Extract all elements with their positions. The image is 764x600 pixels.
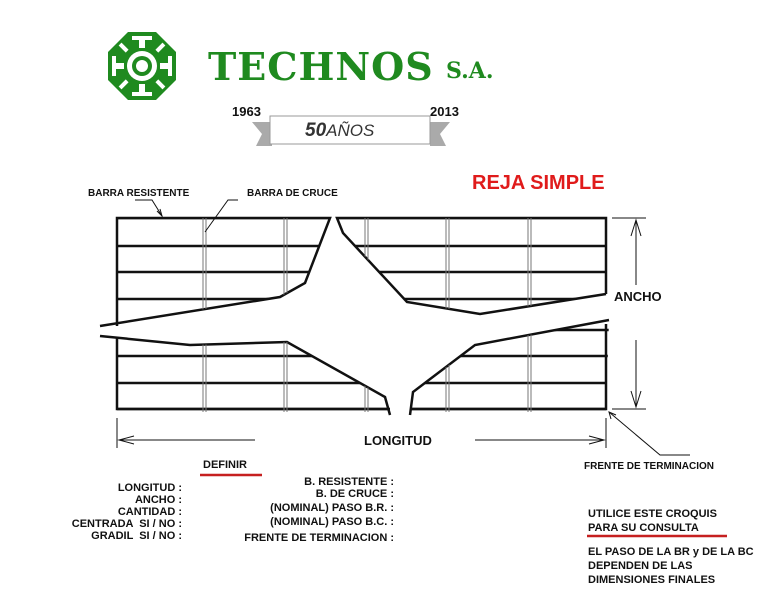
field-cantidad: CANTIDAD : xyxy=(117,506,182,518)
definir-heading: DEFINIR xyxy=(203,459,247,471)
notes-para-3: DIMENSIONES FINALES xyxy=(588,574,716,586)
anniversary-word: AÑOS xyxy=(326,121,375,140)
field-centrada: CENTRADA SI / NO : xyxy=(71,518,182,530)
label-barra-cruce: BARRA DE CRUCE xyxy=(247,188,338,199)
field-b-resistente: B. RESISTENTE : xyxy=(304,476,394,488)
year-start: 1963 xyxy=(232,104,261,119)
notes-consult: UTILICE ESTE CROQUIS PARA SU CONSULTA xyxy=(588,507,717,535)
anniversary-number: 50 xyxy=(305,120,327,141)
field-ancho: ANCHO : xyxy=(134,494,182,506)
leader-barra-resistente xyxy=(135,199,163,217)
notes-paragraph: EL PASO DE LA BR y DE LA BC DEPENDEN DE … xyxy=(588,545,754,587)
notes-para-1: EL PASO DE LA BR y DE LA BC xyxy=(588,546,754,558)
leader-frente xyxy=(608,411,690,456)
label-frente-terminacion: FRENTE DE TERMINACION xyxy=(584,461,714,472)
bearing-bars xyxy=(100,218,330,301)
notes-para-2: DEPENDEN DE LAS xyxy=(588,560,693,572)
field-frente: FRENTE DE TERMINACION : xyxy=(244,532,394,544)
label-ancho: ANCHO xyxy=(614,289,662,304)
field-longitud: LONGITUD : xyxy=(117,482,182,494)
right-fields: B. RESISTENTE : B. DE CRUCE : (NOMINAL) … xyxy=(244,476,394,544)
notes-line2: PARA SU CONSULTA xyxy=(588,522,699,534)
label-barra-resistente: BARRA RESISTENTE xyxy=(88,188,190,199)
notes-line1: UTILICE ESTE CROQUIS xyxy=(588,508,717,520)
field-b-cruce: B. DE CRUCE : xyxy=(315,488,394,500)
left-fields: LONGITUD : ANCHO : CANTIDAD : CENTRADA S… xyxy=(72,482,182,542)
field-paso-br: (NOMINAL) PASO B.R. : xyxy=(270,502,394,514)
field-paso-bc: (NOMINAL) PASO B.C. : xyxy=(270,516,394,528)
label-longitud: LONGITUD xyxy=(364,433,432,448)
year-end: 2013 xyxy=(430,104,459,119)
field-gradil: GRADIL SI / NO : xyxy=(91,530,182,542)
company-name: TECHNOS xyxy=(208,44,434,89)
company-suffix: S.A. xyxy=(446,58,494,84)
leader-barra-cruce xyxy=(204,199,238,233)
anniversary-label: 50AÑOS xyxy=(305,120,374,142)
diagram-title: REJA SIMPLE xyxy=(472,172,605,194)
cross-bars xyxy=(202,218,532,412)
